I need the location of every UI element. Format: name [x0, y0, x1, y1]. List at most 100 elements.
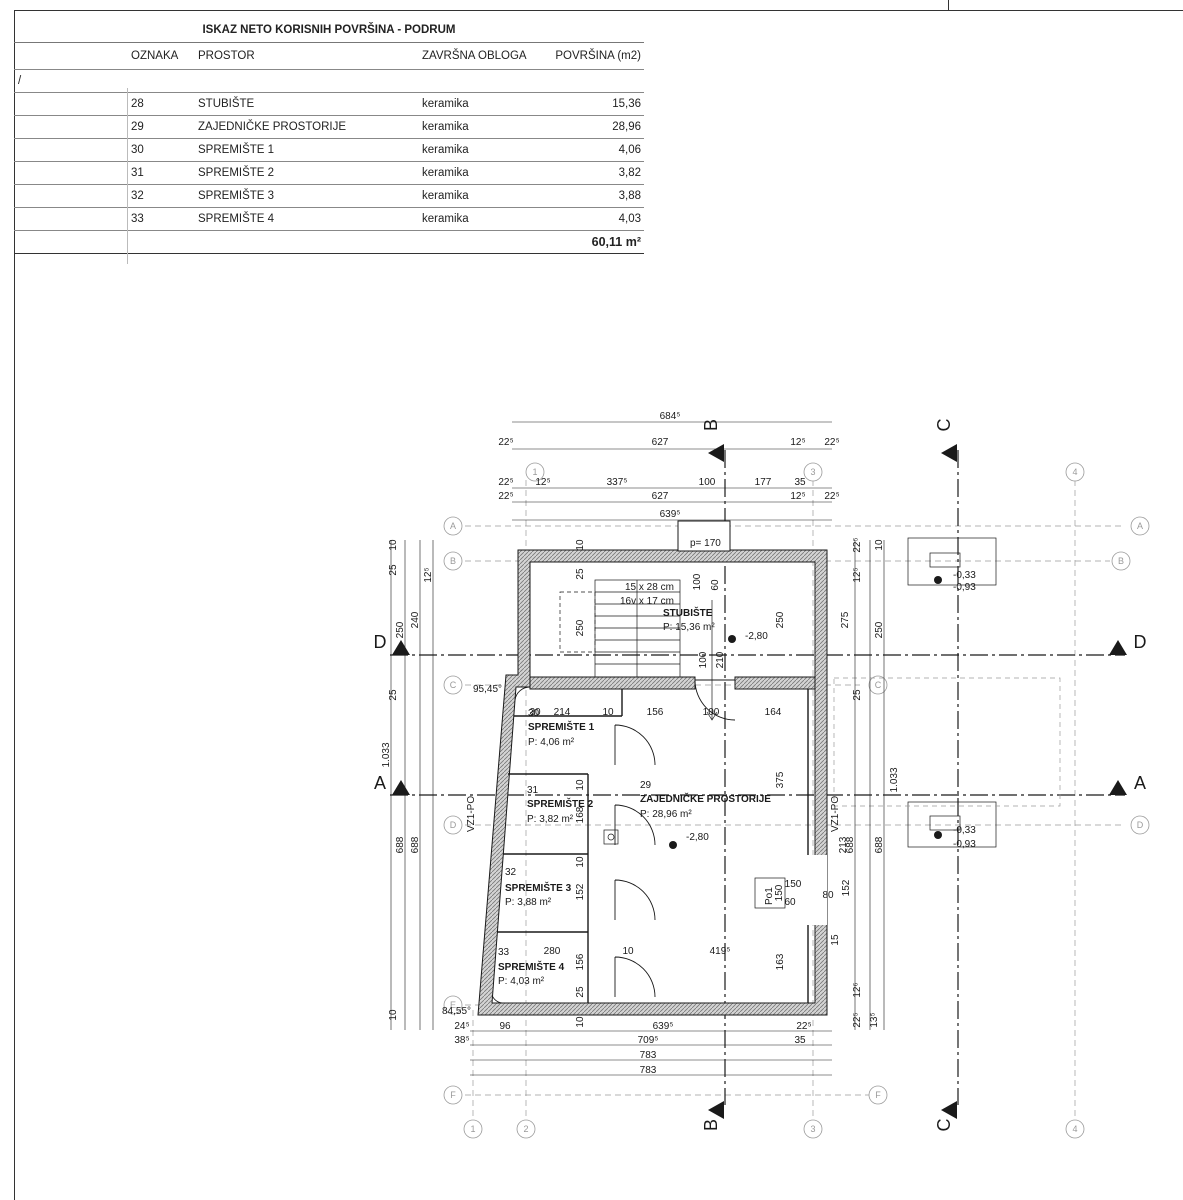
- room-area: P: 3,88 m²: [505, 897, 552, 908]
- cell-oznaka: 30: [131, 144, 144, 156]
- door-swing: [614, 879, 656, 921]
- room-name: SPREMIŠTE 4: [498, 960, 565, 973]
- frame-left-line: [14, 10, 15, 1200]
- dim-text: 688: [395, 836, 406, 853]
- doors: [491, 679, 736, 1004]
- dim-text: 10: [874, 539, 885, 551]
- stair-note: 15 x 28 cm: [625, 582, 674, 593]
- dim-text: 10: [575, 539, 586, 551]
- dim-text: 60: [784, 897, 796, 908]
- section-label-b: B: [701, 419, 721, 431]
- table-total-row: 60,11 m²: [14, 231, 644, 254]
- dim-text: 13⁵: [869, 1012, 880, 1027]
- header-povrsina: POVRŠINA (m2): [555, 50, 641, 62]
- grid-label: B: [450, 556, 456, 566]
- grid-label: F: [450, 1090, 456, 1100]
- dim-text: 156: [575, 953, 586, 970]
- room-area: P: 15,36 m²: [663, 622, 715, 633]
- door-swing: [491, 994, 503, 1004]
- cell-povrsina: 4,06: [618, 144, 641, 156]
- dim-text: 35: [794, 477, 806, 488]
- dim-text: 275: [840, 611, 851, 628]
- cell-oznaka: 31: [131, 167, 144, 179]
- table-title: ISKAZ NETO KORISNIH POVRŠINA - PODRUM: [14, 18, 644, 43]
- grid-label: D: [1137, 820, 1144, 830]
- dim-text: 25: [575, 568, 586, 580]
- dim-text: 164: [765, 707, 782, 718]
- partitions: [497, 689, 809, 1003]
- dim-text: 627: [652, 437, 669, 448]
- level-marker: [728, 635, 736, 643]
- angle-label: 95,45°: [473, 684, 502, 695]
- dim-text: 25: [852, 689, 863, 701]
- level-mark: -0,93: [953, 839, 976, 850]
- dim-text: 688: [874, 836, 885, 853]
- grid-bubble-f-right: [868, 1085, 888, 1105]
- dim-text: 100: [698, 651, 709, 668]
- dim-text: 22⁵: [796, 1021, 811, 1032]
- grid-bubble-f-left: [443, 1085, 463, 1105]
- grid-label: C: [450, 680, 457, 690]
- dimension-texts: 684⁵ 22⁵ 627 12⁵ 22⁵ 22⁵ 12⁵ 337⁵ 100 17…: [381, 411, 900, 1076]
- dim-text: 152: [841, 879, 852, 896]
- dashed-outline: [833, 677, 1061, 807]
- level-marker: [934, 831, 942, 839]
- level-markers: [669, 576, 942, 849]
- room-number: 31: [527, 785, 539, 796]
- po-label: Po1: [764, 887, 775, 905]
- grid-bubble-b-left: [443, 551, 463, 571]
- dimension-lines: [390, 421, 885, 1076]
- cell-prostor: SPREMIŠTE 4: [198, 213, 275, 225]
- cell-povrsina: 15,36: [612, 98, 641, 110]
- section-label-a: A: [374, 773, 386, 793]
- dim-text: 709⁵: [638, 1035, 659, 1046]
- dim-text: 280: [544, 946, 561, 957]
- dim-text: 168: [575, 806, 586, 823]
- level-mark: -2,80: [686, 832, 709, 843]
- header-prostor: PROSTOR: [198, 50, 255, 62]
- stair-wall: [529, 676, 696, 690]
- room-area: P: 3,82 m²: [527, 814, 574, 825]
- light-well: [907, 801, 997, 848]
- grid-bubble-4-bottom: [1065, 1119, 1085, 1139]
- stair-arrow: [706, 711, 718, 721]
- dim-text: 100: [699, 477, 716, 488]
- dim-text: 12⁵: [852, 567, 863, 582]
- dim-text: 25: [388, 564, 399, 576]
- stair-p: p= 170: [690, 538, 721, 549]
- dim-text: 150: [785, 879, 802, 890]
- dim-text: 156: [647, 707, 664, 718]
- cell-povrsina: 4,03: [618, 213, 641, 225]
- dim-text: 30: [529, 707, 541, 718]
- dim-text: 25: [388, 689, 399, 701]
- section-label-c: C: [934, 419, 954, 432]
- rear-bay: [808, 855, 827, 925]
- dim-text: 10: [602, 707, 614, 718]
- dim-text: 250: [395, 621, 406, 638]
- grid-bubble-2-bottom: [516, 1119, 536, 1139]
- section-labels: D D A A B B C C: [374, 419, 1147, 1132]
- door-swing: [614, 956, 656, 998]
- room-area: P: 4,06 m²: [528, 737, 575, 748]
- dim-text: 152: [575, 883, 586, 900]
- grid-label: D: [450, 820, 457, 830]
- level-marker: [934, 576, 942, 584]
- dim-text: 22⁵: [498, 477, 513, 488]
- header-oznaka: OZNAKA: [131, 50, 179, 62]
- grid-bubble-d-left: [443, 815, 463, 835]
- grid-label: A: [450, 521, 456, 531]
- dim-text: 419⁵: [710, 946, 731, 957]
- group-marker: /: [18, 75, 22, 87]
- door-swing: [614, 804, 656, 846]
- dim-text: 684⁵: [660, 411, 681, 422]
- dim-text: 60: [710, 579, 721, 591]
- dim-text: 210: [715, 651, 726, 668]
- grid-bubble-1-top: [525, 462, 545, 482]
- grid-bubble-a-right: [1130, 516, 1150, 536]
- dim-text: 100: [703, 707, 720, 718]
- exterior-features: [603, 537, 1061, 909]
